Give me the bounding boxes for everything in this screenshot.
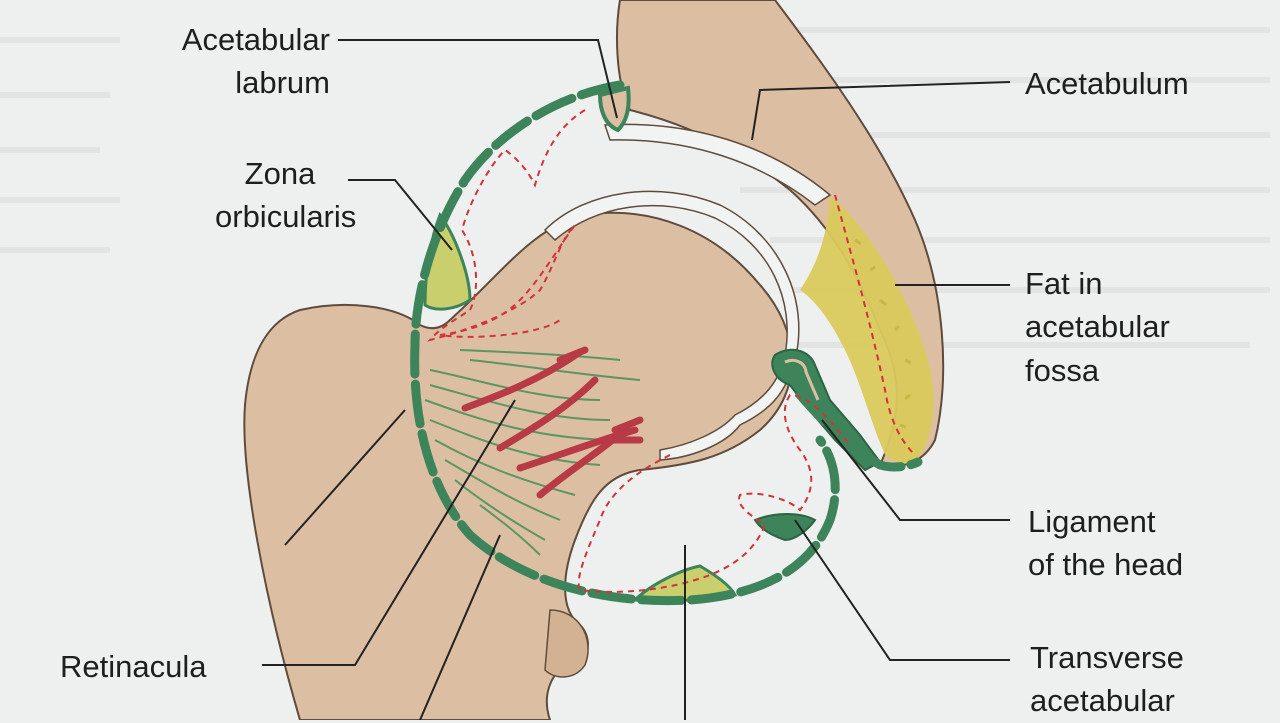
transverse-ligament bbox=[753, 513, 817, 542]
label-fat-in-acetabular-fossa: Fat in acetabular fossa bbox=[1025, 262, 1170, 392]
acetabular-cartilage bbox=[603, 123, 832, 206]
label-retinacula: Retinacula bbox=[60, 645, 206, 688]
acetabular-fat bbox=[800, 195, 934, 464]
label-acetabulum: Acetabulum bbox=[1025, 62, 1189, 105]
label-transverse-line1: Transverse bbox=[1030, 640, 1184, 675]
leader-lines bbox=[262, 39, 1011, 720]
label-retinacula-text: Retinacula bbox=[60, 649, 207, 684]
label-ligament-line2: of the head bbox=[1028, 547, 1184, 583]
leader-ligament bbox=[821, 419, 1010, 521]
label-fat-line1: Fat in bbox=[1025, 266, 1103, 301]
label-zona-orbicularis-line1: Zona bbox=[244, 156, 316, 191]
ligament-inner bbox=[784, 358, 820, 401]
leader-acetabular-labrum bbox=[338, 39, 618, 119]
ligament-of-head bbox=[771, 348, 882, 472]
label-acetabulum-text: Acetabulum bbox=[1025, 66, 1189, 101]
label-zona-orbicularis-line2: orbicularis bbox=[215, 199, 357, 235]
label-ligament-of-the-head: Ligament of the head bbox=[1028, 500, 1183, 587]
retinacular-vessels bbox=[461, 346, 644, 499]
label-zona-orbicularis: Zona orbicularis bbox=[215, 152, 357, 239]
synovial-membrane bbox=[427, 109, 586, 342]
label-fat-line2: acetabular bbox=[1025, 309, 1170, 345]
lesser-trochanter bbox=[544, 609, 589, 678]
leader-transverse bbox=[794, 519, 1010, 661]
leader-acetabulum bbox=[751, 81, 1011, 141]
label-acetabular-labrum: Acetabular labrum bbox=[120, 18, 330, 105]
label-acetabular-labrum-line2: labrum bbox=[235, 65, 330, 101]
label-transverse-acetabular: Transverse acetabular bbox=[1030, 636, 1184, 723]
capsule-right-arc bbox=[795, 390, 923, 472]
label-fat-line3: fossa bbox=[1025, 352, 1100, 388]
leader-neck-left bbox=[284, 409, 406, 546]
synovial-membrane-right bbox=[834, 194, 916, 456]
background-text-texture bbox=[0, 27, 1270, 348]
label-transverse-line2: acetabular bbox=[1030, 683, 1175, 719]
label-acetabular-labrum-line1: Acetabular bbox=[181, 22, 330, 57]
synovial-membrane-lower bbox=[577, 393, 851, 593]
leader-zona-orbicularis bbox=[348, 179, 453, 251]
leader-neck-bottom bbox=[419, 534, 501, 720]
acetabular-fat-texture bbox=[854, 238, 912, 429]
leader-retinacula bbox=[262, 399, 516, 666]
label-ligament-line1: Ligament bbox=[1028, 504, 1156, 539]
